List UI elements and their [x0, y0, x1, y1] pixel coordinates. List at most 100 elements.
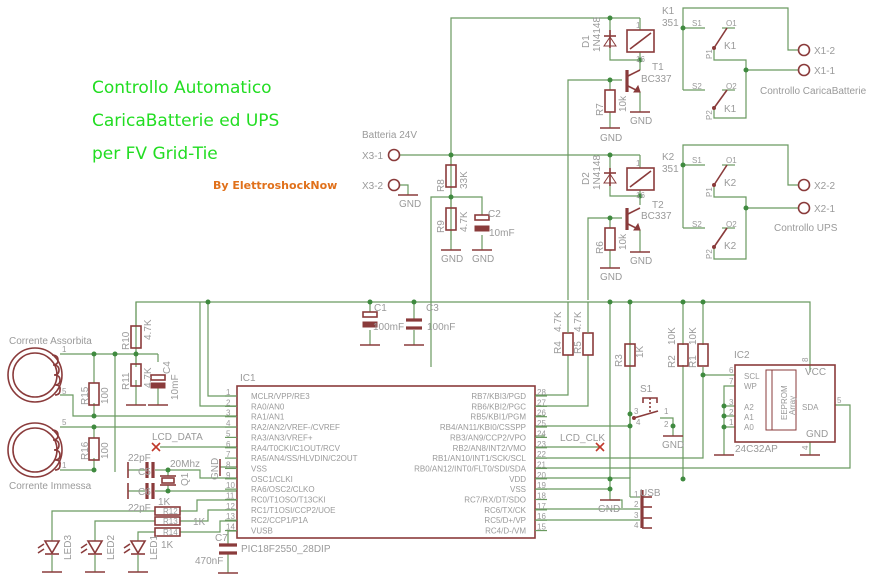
label-c1-k2: K1: [724, 104, 737, 115]
label-ct2-pin1: 1: [62, 461, 67, 470]
label-controllo-ups: Controllo UPS: [774, 223, 838, 234]
ic1-pin-number: 6: [226, 440, 231, 449]
label-r14-name: R14: [163, 528, 178, 537]
label-r9-value: 4.7K: [459, 211, 470, 232]
led-1: [123, 540, 147, 555]
transistor-t1: [625, 69, 641, 93]
ic1-pin-name: RB3/AN9/CCP2/VPO: [450, 433, 526, 442]
capacitor-c6: [145, 483, 155, 499]
ic1-pin-name: VSS: [510, 485, 526, 494]
label-t2-name: T2: [652, 200, 664, 211]
label-x1-1: X1-1: [814, 66, 836, 77]
ic1-pin-number: 14: [226, 523, 235, 532]
label-d2-name: D2: [581, 172, 592, 185]
lcd-clk-noconnect: [595, 442, 605, 452]
terminal-x2-2: [797, 178, 811, 192]
label-r16-name: R16: [80, 441, 91, 460]
ic1-pin-number: 9: [226, 471, 231, 480]
label-ct1-pin5: 5: [62, 387, 67, 396]
ic1-pin-number: 12: [226, 502, 235, 511]
label-c1-o2: O2: [726, 82, 737, 91]
label-led1: LED1: [149, 535, 160, 560]
ic2-body: [734, 364, 836, 443]
label-r4-name: R4: [553, 341, 564, 354]
label-ct1-pin1: 1: [62, 345, 67, 354]
label-usb: USB: [640, 488, 661, 499]
title-block: Controllo Automatico CaricaBatterie ed U…: [92, 78, 337, 192]
relay-k2-coil: [626, 167, 655, 191]
label-lcd-data: LCD_DATA: [152, 432, 203, 443]
ic1-pin-name: RA1/AN1: [251, 413, 285, 422]
label-ic2-a0: A0: [744, 423, 754, 432]
label-gnd: GND: [210, 458, 221, 480]
label-c1-value: 100mF: [373, 322, 404, 333]
ic1-pin-name: RC4/D-/VM: [485, 527, 526, 536]
label-ct1: Corrente Assorbita: [9, 336, 92, 347]
label-k1-pin16: 16: [636, 55, 645, 64]
ic1-pin-name: OSC1/CLKI: [251, 475, 293, 484]
label-s1-pin3: 3: [634, 407, 639, 416]
ic1-pin-number: 25: [537, 419, 546, 428]
label-r6-name: R6: [595, 241, 606, 254]
label-c2-k: K2: [724, 178, 737, 189]
label-c7-name: C7: [215, 533, 228, 544]
label-k1-value: 351: [662, 18, 679, 29]
label-c4-name: C4: [162, 361, 173, 374]
crystal-q1: [160, 475, 176, 486]
resistor-r4: [562, 332, 574, 356]
label-gnd: GND: [598, 504, 620, 515]
ic1-pin-number: 22: [537, 450, 546, 459]
label-ic2-pin1: 1: [729, 418, 734, 427]
label-lcd-clk: LCD_CLK: [560, 433, 605, 444]
label-r1-value: 10K: [688, 327, 699, 345]
label-d1-value: 1N4148: [592, 17, 603, 52]
relay-k1-coil: [626, 29, 655, 53]
label-c2-k2: K2: [724, 241, 737, 252]
label-ic2-pin6: 6: [729, 366, 734, 375]
label-k1-pin1: 1: [636, 21, 641, 30]
title-line-3: per FV Grid-Tie: [92, 144, 218, 164]
ic1-pin-name: RA5/AN4/SS/HLVDIN/C2OUT: [251, 454, 358, 463]
resistor-r1: [697, 343, 709, 367]
label-controllo-caricabatterie: Controllo CaricaBatterie: [760, 86, 867, 97]
label-c5-value: 22pF: [128, 453, 151, 464]
label-r15-name: R15: [80, 386, 91, 405]
resistor-r3: [624, 343, 636, 367]
resistor-r6: [604, 227, 616, 251]
label-r9-name: R9: [436, 220, 447, 233]
label-ic2-pin5: 5: [837, 396, 842, 405]
label-k2-name: K2: [662, 152, 675, 163]
label-gnd: GND: [600, 133, 622, 144]
label-ic1-part: PIC18F2550_28DIP: [241, 544, 331, 555]
terminal-x1-2: [797, 43, 811, 57]
label-c2-s2: S2: [692, 220, 702, 229]
label-r2-value: 10K: [667, 327, 678, 345]
label-gnd: GND: [662, 440, 684, 451]
author-credit: By ElettroshockNow: [213, 179, 337, 192]
label-x3-1: X3-1: [362, 151, 384, 162]
label-r16-value: 100: [100, 442, 111, 459]
label-t2-value: BC337: [641, 211, 672, 222]
ic1-pin-name: RC0/T1OSO/T13CKI: [251, 496, 326, 505]
label-c3-name: C3: [426, 303, 439, 314]
label-gnd: GND: [472, 254, 494, 265]
ic1-pin-number: 16: [537, 512, 546, 521]
label-c1-p1: P1: [705, 49, 714, 59]
ic1-pin-name: RA3/AN3/VREF+: [251, 433, 313, 442]
label-c7-value: 470nF: [195, 556, 223, 567]
label-ic2-pin4: 4: [801, 445, 810, 450]
ic1-pin-number: 7: [226, 450, 231, 459]
ic1-pin-name: VSS: [251, 464, 267, 473]
label-ic2-wp: WP: [744, 382, 757, 391]
capacitor-c3: [406, 318, 422, 330]
label-crystal-value: 20Mhz: [170, 459, 200, 470]
ic1-pin-number: 18: [537, 492, 546, 501]
label-x2-1: X2-1: [814, 204, 836, 215]
label-ic2-inner-1: EEPROM: [780, 385, 789, 420]
label-c6-value: 22pF: [128, 503, 151, 514]
transistor-t2: [625, 207, 641, 231]
usb-connector: [640, 490, 652, 529]
label-ic2-pin8: 8: [801, 357, 810, 362]
label-c2-name: C2: [488, 209, 501, 220]
